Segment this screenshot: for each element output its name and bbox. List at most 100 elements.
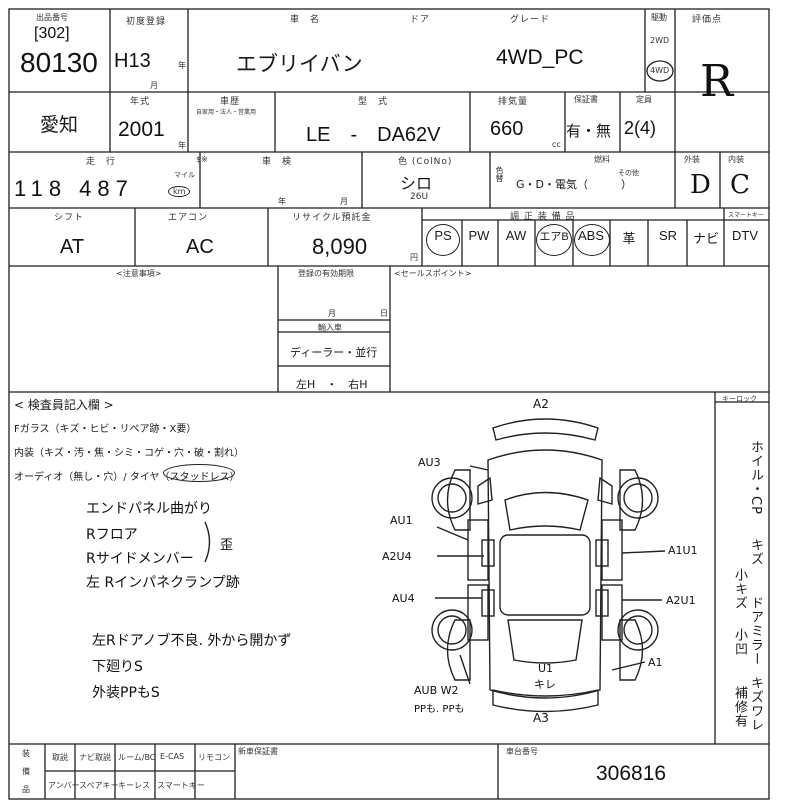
diagram-front-label: A2 xyxy=(533,397,549,411)
ac-label: エアコン xyxy=(168,213,209,223)
region: 愛知 xyxy=(40,114,79,136)
note-line-2: Rフロア xyxy=(86,527,138,543)
car-name: エブリイバン xyxy=(236,52,363,76)
cc-unit: cc xyxy=(552,140,561,149)
chassis-label: 車台番号 xyxy=(506,747,538,756)
repaint-label: 色替 xyxy=(495,166,504,182)
footer-item-room-bc: ルーム/BC xyxy=(118,753,156,762)
side-text-small-dent: 小凹 xyxy=(732,628,747,656)
import-value: ディーラー・並行 xyxy=(290,346,378,359)
equip-dtv: DTV xyxy=(732,228,758,243)
diagram-rear-damage-sub: キレ xyxy=(534,678,556,691)
inspection-year: 年 xyxy=(278,197,286,206)
keyless-label: キーロック xyxy=(722,395,757,403)
glass-line: Fガラス（キズ・ヒビ・リペア跡・X要） xyxy=(14,424,197,435)
diagram-left-low-label: AU4 xyxy=(392,592,415,605)
side-text-small-scratch: 小キズ xyxy=(732,568,747,610)
mileage-label: 走 行 xyxy=(86,157,117,167)
inspector-title: < 検査員記入欄 > xyxy=(14,398,114,412)
equip-navi: ナビ xyxy=(692,231,719,246)
footer-item-navi-manual: ナビ取説 xyxy=(79,753,111,762)
fuel-other: その他 xyxy=(618,169,639,177)
year-label: 年式 xyxy=(130,97,151,107)
mileage-value: 118 487 xyxy=(14,176,134,201)
footer-item-amber: アンバー xyxy=(48,781,80,790)
caution-label: <注意事項> xyxy=(116,269,162,278)
yen-unit: 円 xyxy=(410,253,418,262)
airbag-circle-mark xyxy=(536,224,572,256)
first-reg-value: H13 xyxy=(114,50,151,72)
lot-label: 出品番号 xyxy=(36,13,68,22)
drive-label: 駆動 xyxy=(651,13,667,22)
year-unit: 年 xyxy=(178,141,186,150)
sales-point-label: <セールスポイント> xyxy=(394,269,472,278)
interior-label: 内装 xyxy=(728,155,744,164)
fuel-value: G・D・電気（ ） xyxy=(516,178,632,191)
equipment-label: 調 正 装 備 品 xyxy=(510,212,576,222)
inspection-label: 車 検 xyxy=(262,157,293,167)
side-text-scratch-2: キズ xyxy=(748,676,763,704)
ps-circle-mark xyxy=(426,224,460,256)
diagram-left-top-label: AU3 xyxy=(418,456,441,469)
door-label: ドア xyxy=(410,15,431,25)
diagram-right-door-label: A1U1 xyxy=(668,544,698,557)
color-code: 26U xyxy=(410,192,429,202)
car-diagram xyxy=(204,418,666,713)
footer-item-spare-key: スペアキー xyxy=(79,781,119,790)
equip-aw: AW xyxy=(505,228,527,243)
handle-value: 左H ・ 右H xyxy=(296,378,368,391)
side-text-wheel-cp: ホイル・CP xyxy=(748,440,763,515)
footer-equip-label-2: 備 xyxy=(22,767,30,776)
inspection-month: 月 xyxy=(340,197,348,206)
note-line-7: 外装PPもS xyxy=(92,685,160,701)
exterior-label: 外装 xyxy=(684,155,700,164)
score-label: 評価点 xyxy=(692,15,723,25)
color-label: 色 (ColNo) xyxy=(398,157,453,167)
exterior-value: D xyxy=(690,170,711,200)
diagram-left-door-label: A2U4 xyxy=(382,550,412,563)
diagram-right-rear-label: A1 xyxy=(648,656,663,669)
model-value: LE - DA62V xyxy=(306,124,441,146)
drive-4wd: 4WD xyxy=(650,66,670,75)
side-text-scratch: キズ xyxy=(748,538,763,566)
recycle-value: 8,090 xyxy=(312,234,368,259)
history-sub: 自家用・法人・営業用 xyxy=(196,109,257,116)
note-line-3: Rサイドメンバー xyxy=(86,551,194,567)
drive-2wd: 2WD xyxy=(650,36,670,45)
shift-value: AT xyxy=(60,236,85,258)
displacement-label: 排気量 xyxy=(498,97,529,107)
km-unit: km xyxy=(168,186,191,197)
import-label: 輸入車 xyxy=(318,323,342,332)
abs-circle-mark xyxy=(574,224,610,256)
footer-item-remote: リモコン xyxy=(198,753,230,762)
interior-line: 内装（キズ・汚・焦・シミ・コゲ・穴・破・割れ） xyxy=(14,448,244,459)
note-bracket-mark: 歪 xyxy=(220,538,234,553)
displacement-value: 660 xyxy=(490,118,524,140)
lot-prefix: [302] xyxy=(34,25,70,42)
lot-number: 80130 xyxy=(20,47,98,78)
mile-label: マイル xyxy=(174,171,195,179)
fuel-label: 燃料 xyxy=(594,155,610,164)
footer-item-ecas: E-CAS xyxy=(160,752,185,761)
footer-item-smart-key: スマートキー xyxy=(157,781,205,790)
grade: 4WD_PC xyxy=(496,46,584,69)
history-label: 車歴 xyxy=(220,97,241,107)
audio-line: オーディオ（無し・穴）/ タイヤ（スタッドレス） xyxy=(14,472,240,483)
capacity-label: 定員 xyxy=(636,95,652,104)
note-line-6: 下廻りS xyxy=(92,659,143,675)
side-text-repaired: 補修有 xyxy=(732,686,747,728)
warranty-label: 保証書 xyxy=(574,95,598,104)
footer-item-manual: 取説 xyxy=(52,753,68,762)
studless-circle-mark xyxy=(163,464,235,482)
footer-equip-label-3: 品 xyxy=(22,785,30,794)
footer-item-keyless: キーレス xyxy=(118,781,150,790)
equip-pw: PW xyxy=(468,228,490,243)
diagram-right-low-label: A2U1 xyxy=(666,594,696,607)
side-text-crack: ワレ xyxy=(748,704,763,732)
diagram-rear-damage-label: U1 xyxy=(538,662,554,675)
equip-sr: SR xyxy=(658,228,678,243)
first-reg-year-unit: 年 xyxy=(178,61,186,70)
note-line-1: エンドパネル曲がり xyxy=(86,501,212,517)
grade-label: グレード xyxy=(510,15,551,25)
